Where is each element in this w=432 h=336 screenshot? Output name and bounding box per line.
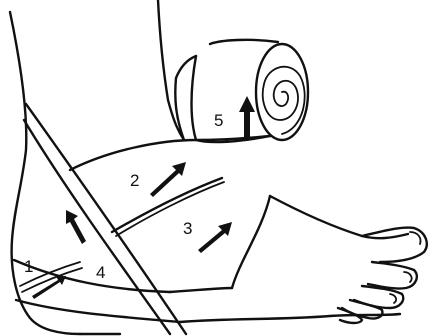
label-wrap-5: 5 bbox=[214, 111, 223, 130]
arrow-wrap-4 bbox=[66, 210, 86, 244]
big-toe bbox=[362, 228, 427, 262]
big-toe-nail bbox=[410, 232, 421, 244]
wrap-4-inner-edge bbox=[26, 104, 186, 334]
label-wrap-1: 1 bbox=[24, 257, 33, 276]
arrow-wrap-5 bbox=[239, 96, 255, 140]
label-wrap-2: 2 bbox=[130, 171, 139, 190]
bandage-roll bbox=[175, 40, 308, 142]
wrap-1-lower-edge bbox=[16, 300, 180, 322]
wrap-4-outer-edge bbox=[24, 120, 170, 334]
second-toe-nail bbox=[404, 272, 412, 282]
wrap-3-lower-edge bbox=[170, 288, 232, 292]
wrap-2-bottom-edge bbox=[112, 178, 222, 232]
wrap-2-inner-edge bbox=[116, 182, 224, 236]
label-wrap-4: 4 bbox=[96, 263, 105, 282]
arrow-wrap-3 bbox=[198, 222, 232, 253]
third-toe-nail bbox=[390, 294, 396, 303]
roll-spiral bbox=[263, 67, 305, 134]
label-wrap-3: 3 bbox=[183, 219, 192, 238]
wrap-3-right-edge bbox=[232, 196, 270, 288]
bandage-wraps bbox=[14, 104, 270, 334]
toes bbox=[338, 228, 427, 323]
arrow-wrap-2 bbox=[150, 162, 186, 197]
instep-outline bbox=[270, 196, 408, 238]
